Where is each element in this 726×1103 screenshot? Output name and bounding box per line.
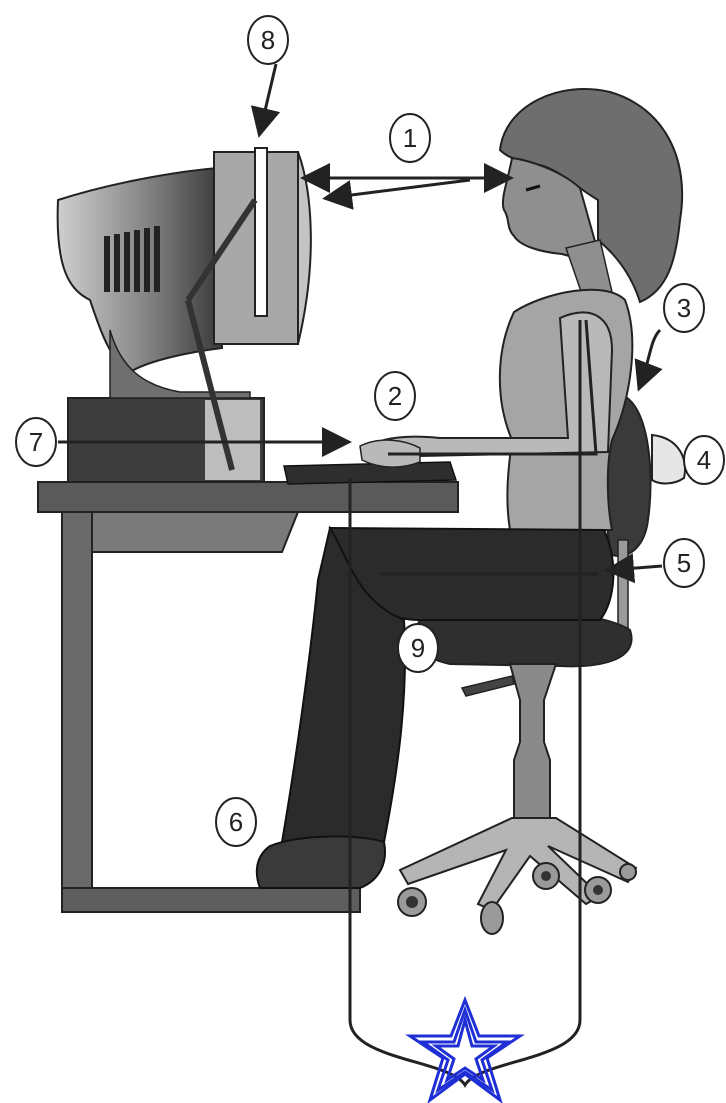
- callout-1: 1: [390, 114, 430, 162]
- callout-2-label: 2: [388, 381, 402, 411]
- arrow-8: [260, 64, 276, 132]
- keyboard-body: [284, 462, 456, 484]
- monitor-screen-curve: [298, 152, 311, 344]
- callout-2: 2: [375, 372, 415, 420]
- person-shoe: [257, 836, 385, 888]
- callout-7: 7: [16, 418, 56, 466]
- callout-9: 9: [398, 624, 438, 672]
- callout-7-label: 7: [29, 427, 43, 457]
- callout-4: 4: [684, 436, 724, 484]
- desk-foot-rail: [62, 888, 360, 912]
- monitor: [58, 152, 311, 482]
- callout-3-label: 3: [677, 293, 691, 323]
- callout-3: 3: [664, 284, 704, 332]
- arrow-3: [640, 330, 660, 386]
- callout-6-label: 6: [229, 807, 243, 837]
- desk-top: [38, 482, 458, 512]
- callout-6: 6: [216, 798, 256, 846]
- callout-5-label: 5: [677, 548, 691, 578]
- document-holder-panel: [255, 148, 267, 316]
- callout-9-label: 9: [411, 633, 425, 663]
- callout-8: 8: [248, 16, 288, 64]
- chair-column: [510, 664, 556, 830]
- lumbar-support: [652, 435, 685, 484]
- chair-back-post: [618, 540, 628, 630]
- desk-apron: [92, 512, 298, 552]
- keyboard: [284, 462, 456, 484]
- chair-lever: [462, 676, 514, 696]
- callout-4-label: 4: [697, 445, 711, 475]
- callout-5: 5: [664, 539, 704, 587]
- callout-8-label: 8: [261, 25, 275, 55]
- arrow-1-tilt: [328, 180, 470, 198]
- callout-1-label: 1: [403, 123, 417, 153]
- desk-leg-left: [62, 512, 92, 912]
- star-icon: [403, 1084, 530, 1103]
